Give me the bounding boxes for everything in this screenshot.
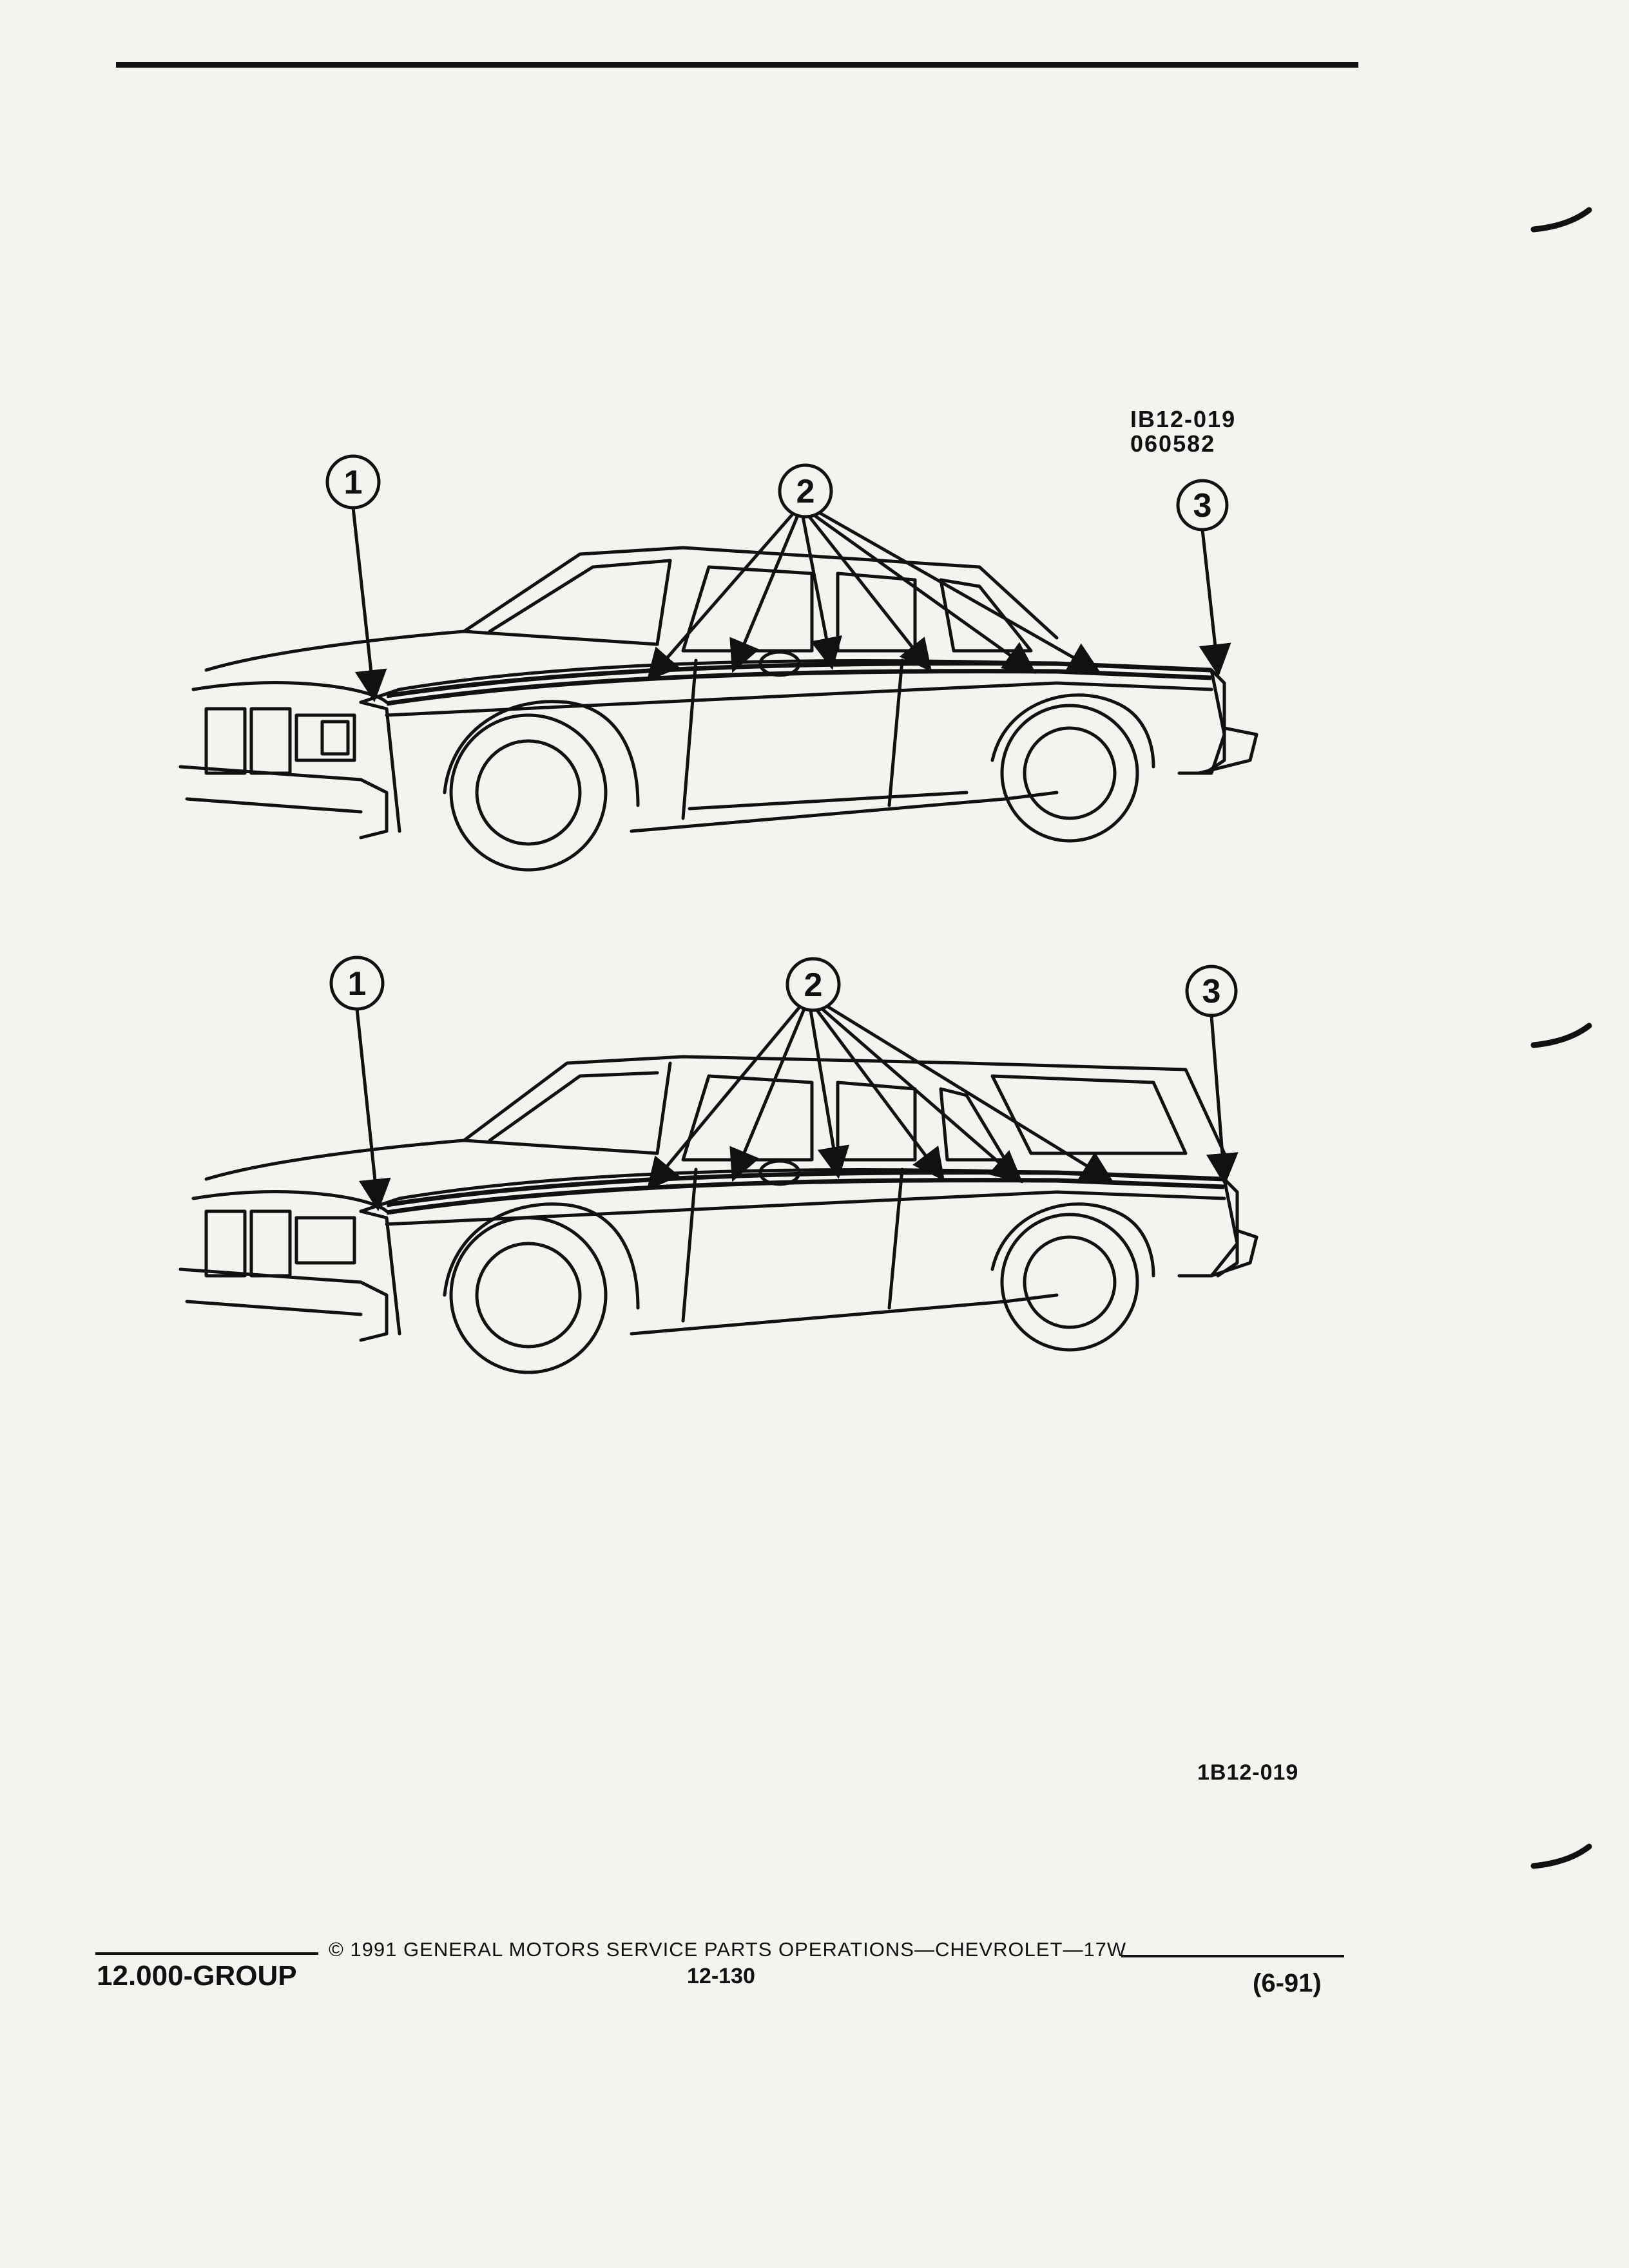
footer-rule-left xyxy=(95,1952,318,1955)
sedan-callouts xyxy=(325,454,1229,532)
callout-1-wagon-label: 1 xyxy=(348,965,367,1003)
sedan-leader-lines xyxy=(351,507,1231,702)
figure-code-top: IB12-019 060582 xyxy=(1130,407,1236,456)
footer-rule-right xyxy=(1121,1955,1344,1957)
footer-page-number: 12-130 xyxy=(687,1964,755,1988)
wagon-leader-lines xyxy=(355,1004,1239,1211)
callout-2-sedan-label: 2 xyxy=(796,473,815,510)
footer-copyright: © 1991 GENERAL MOTORS SERVICE PARTS OPER… xyxy=(329,1938,1127,1961)
callout-2-wagon-label: 2 xyxy=(804,966,823,1004)
figure-code-line1: IB12-019 xyxy=(1130,406,1237,432)
callout-3-wagon-label: 3 xyxy=(1202,973,1221,1010)
callout-1-sedan-label: 1 xyxy=(344,464,363,501)
sedan-drawing xyxy=(178,546,1258,872)
callout-2-sedan xyxy=(778,463,833,519)
footer-group: 12.000-GROUP xyxy=(97,1960,297,1992)
footer-revision-date: (6-91) xyxy=(1253,1969,1322,1997)
callout-3-sedan-label: 3 xyxy=(1193,487,1212,524)
callout-2-wagon xyxy=(786,957,841,1012)
top-rule xyxy=(116,62,1358,68)
binder-marks xyxy=(1530,207,1592,1869)
figure-code-bottom: 1B12-019 xyxy=(1197,1760,1299,1785)
wagon-callouts xyxy=(329,956,1238,1017)
figure-code-line2: 060582 xyxy=(1130,430,1216,457)
